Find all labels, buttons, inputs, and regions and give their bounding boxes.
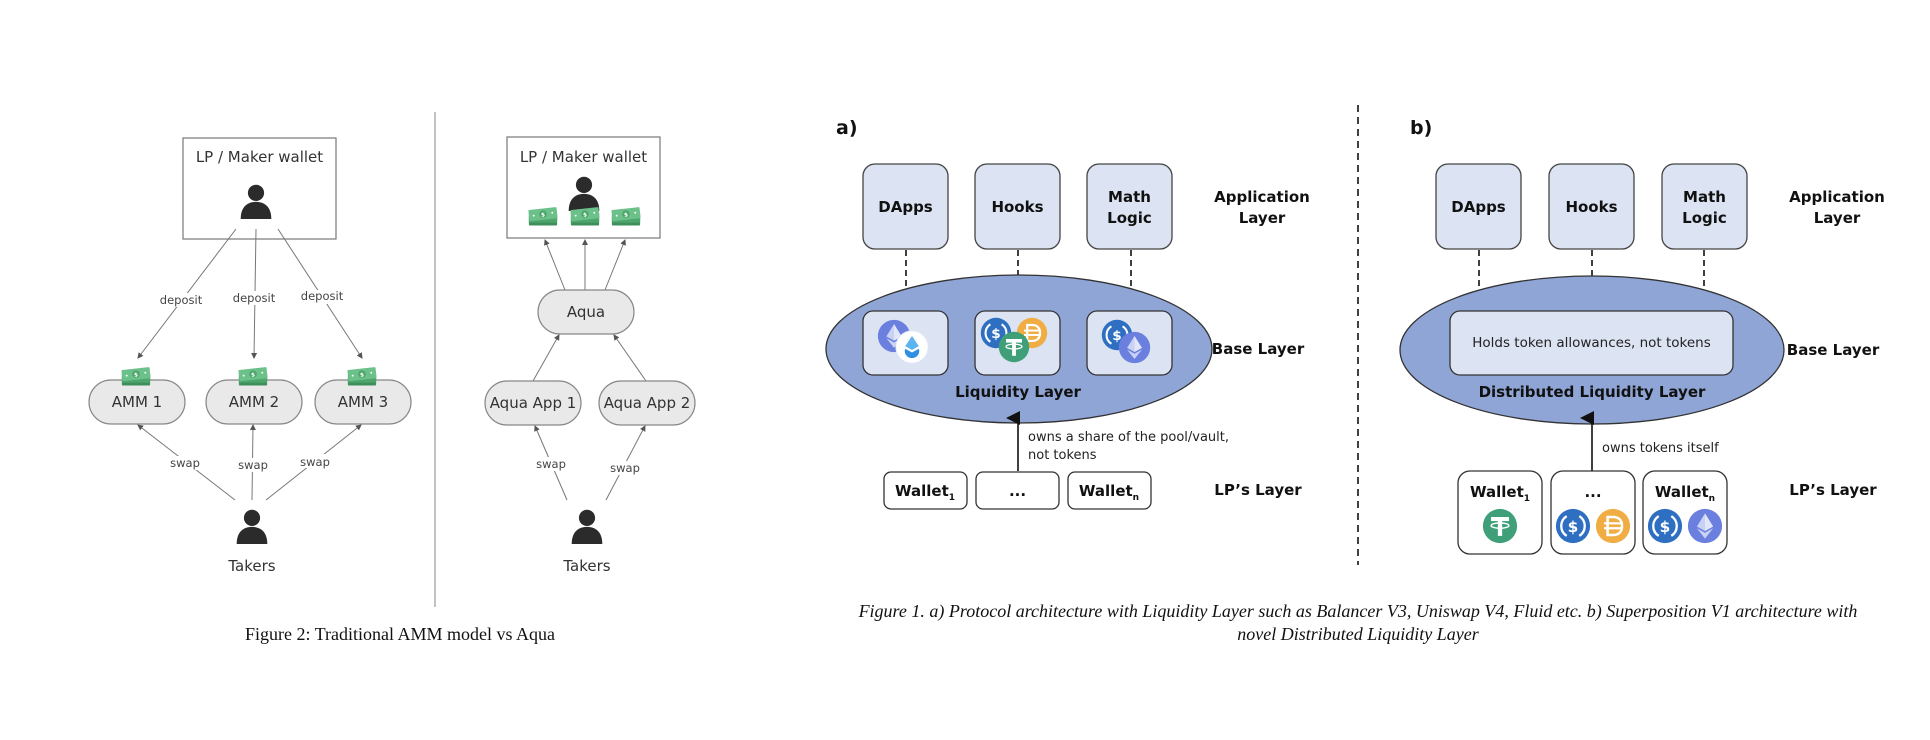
panel-a-label: a) [836, 117, 858, 139]
figure1-panel-a: a) DApps Hooks Math Logic Liquidity Laye… [825, 117, 1310, 510]
cash-icon [611, 207, 641, 226]
allowances-box [1449, 310, 1734, 376]
wallet-box-n [1067, 471, 1152, 510]
wallet-label-1: Wallet1 [1470, 483, 1530, 504]
deposit-label-2: deposit [233, 291, 276, 305]
ownership-note: owns tokens itself [1602, 441, 1719, 456]
takers-person-icon [571, 509, 603, 544]
app-box-hooks [974, 163, 1061, 250]
aqua-app-label-1: Aqua App 1 [490, 394, 577, 412]
wallet-label-ellipsis: ... [1009, 482, 1026, 500]
wallet-box-ellipsis [975, 471, 1060, 510]
usdc-icon [1555, 508, 1591, 544]
panel-b-label: b) [1410, 117, 1432, 139]
app-box-dapps [1435, 163, 1522, 250]
eth-icon [1687, 508, 1723, 544]
swap-label-2: swap [610, 461, 640, 475]
wallet-label-ellipsis: ... [1584, 483, 1601, 501]
base-layer-label: Base Layer [1787, 341, 1880, 359]
usdt-icon [1482, 508, 1518, 544]
figure2-aqua: LP / Maker wallet Aqua Aqua App 1 Aqua A… [484, 136, 696, 575]
lp-layer-label: LP’s Layer [1789, 481, 1877, 499]
lp-layer-label: LP’s Layer [1214, 481, 1302, 499]
usdt-icon [998, 331, 1030, 363]
aqua-node [537, 289, 635, 335]
cash-icon [121, 367, 151, 386]
swap-label-1: swap [536, 457, 566, 471]
swap-label-1: swap [170, 456, 200, 470]
figure2-traditional: LP / Maker wallet deposit deposit deposi… [88, 137, 412, 575]
allowances-label: Holds token allowances, not tokens [1472, 335, 1711, 351]
wallet-box-1 [883, 471, 968, 510]
swap-label-2: swap [238, 458, 268, 472]
base-layer-label: Base Layer [1212, 340, 1305, 358]
aqua-label: Aqua [567, 303, 605, 321]
figure1-caption-line2: novel Distributed Liquidity Layer [1237, 624, 1479, 644]
amm-label-1: AMM 1 [112, 393, 162, 411]
eth-icon [1118, 331, 1151, 364]
swap-label-3: swap [300, 455, 330, 469]
deposit-label-1: deposit [160, 293, 203, 307]
app-label-hooks: Hooks [991, 198, 1043, 216]
wallet-label-1: Wallet1 [895, 482, 955, 503]
application-layer-label-line1: Application [1214, 188, 1310, 206]
app-arrow-2 [613, 334, 647, 382]
wallet-label-n: Walletn [1655, 483, 1715, 504]
aqua-app-label-2: Aqua App 2 [604, 394, 691, 412]
amm-label-2: AMM 2 [229, 393, 279, 411]
ownership-note-line1: owns a share of the pool/vault, [1028, 430, 1229, 445]
app-box-dapps [862, 163, 949, 250]
application-layer-label-line2: Layer [1239, 209, 1286, 227]
takers-person-icon [236, 509, 268, 544]
lp-wallet-label: LP / Maker wallet [520, 148, 647, 166]
aqua-app-node-2 [598, 380, 696, 426]
wallet-label-n: Walletn [1079, 482, 1139, 503]
withdraw-arrow-1 [544, 239, 566, 291]
figure1-panel-b: b) DApps Hooks Math Logic Holds token al… [1399, 117, 1885, 555]
cash-icon [347, 367, 377, 386]
cash-icon [238, 367, 268, 386]
deposit-label-3: deposit [301, 289, 344, 303]
cash-icon [528, 207, 558, 226]
usdc-icon [1647, 508, 1683, 544]
app-label-math: Math [1683, 188, 1726, 206]
liquidity-layer-label: Liquidity Layer [955, 383, 1081, 401]
app-label-dapps: DApps [878, 198, 933, 216]
distributed-liquidity-layer-label: Distributed Liquidity Layer [1479, 383, 1706, 401]
takers-label: Takers [227, 557, 275, 575]
figure1-caption: Figure 1. a) Protocol architecture with … [808, 600, 1908, 646]
cash-icon [570, 207, 600, 226]
dai-icon [1595, 508, 1631, 544]
lp-wallet-label: LP / Maker wallet [196, 148, 323, 166]
takers-label: Takers [562, 557, 610, 575]
amm-label-3: AMM 3 [338, 393, 388, 411]
ownership-note-line2: not tokens [1028, 448, 1097, 463]
app-label-logic: Logic [1107, 209, 1152, 227]
application-layer-label-line2: Layer [1814, 209, 1861, 227]
withdraw-arrow-3 [604, 239, 626, 291]
app-label-hooks: Hooks [1565, 198, 1617, 216]
app-box-math-logic [1661, 163, 1748, 250]
app-box-hooks [1548, 163, 1635, 250]
app-label-logic: Logic [1682, 209, 1727, 227]
app-label-math: Math [1108, 188, 1151, 206]
figure1-caption-line1: Figure 1. a) Protocol architecture with … [858, 601, 1858, 621]
app-arrow-1 [532, 334, 560, 382]
app-box-math-logic [1086, 163, 1173, 250]
app-label-dapps: DApps [1451, 198, 1506, 216]
application-layer-label-line1: Application [1789, 188, 1885, 206]
figure2-caption: Figure 2: Traditional AMM model vs Aqua [244, 624, 556, 644]
aqua-app-node-1 [484, 380, 582, 426]
lido-steth-icon [895, 330, 929, 364]
